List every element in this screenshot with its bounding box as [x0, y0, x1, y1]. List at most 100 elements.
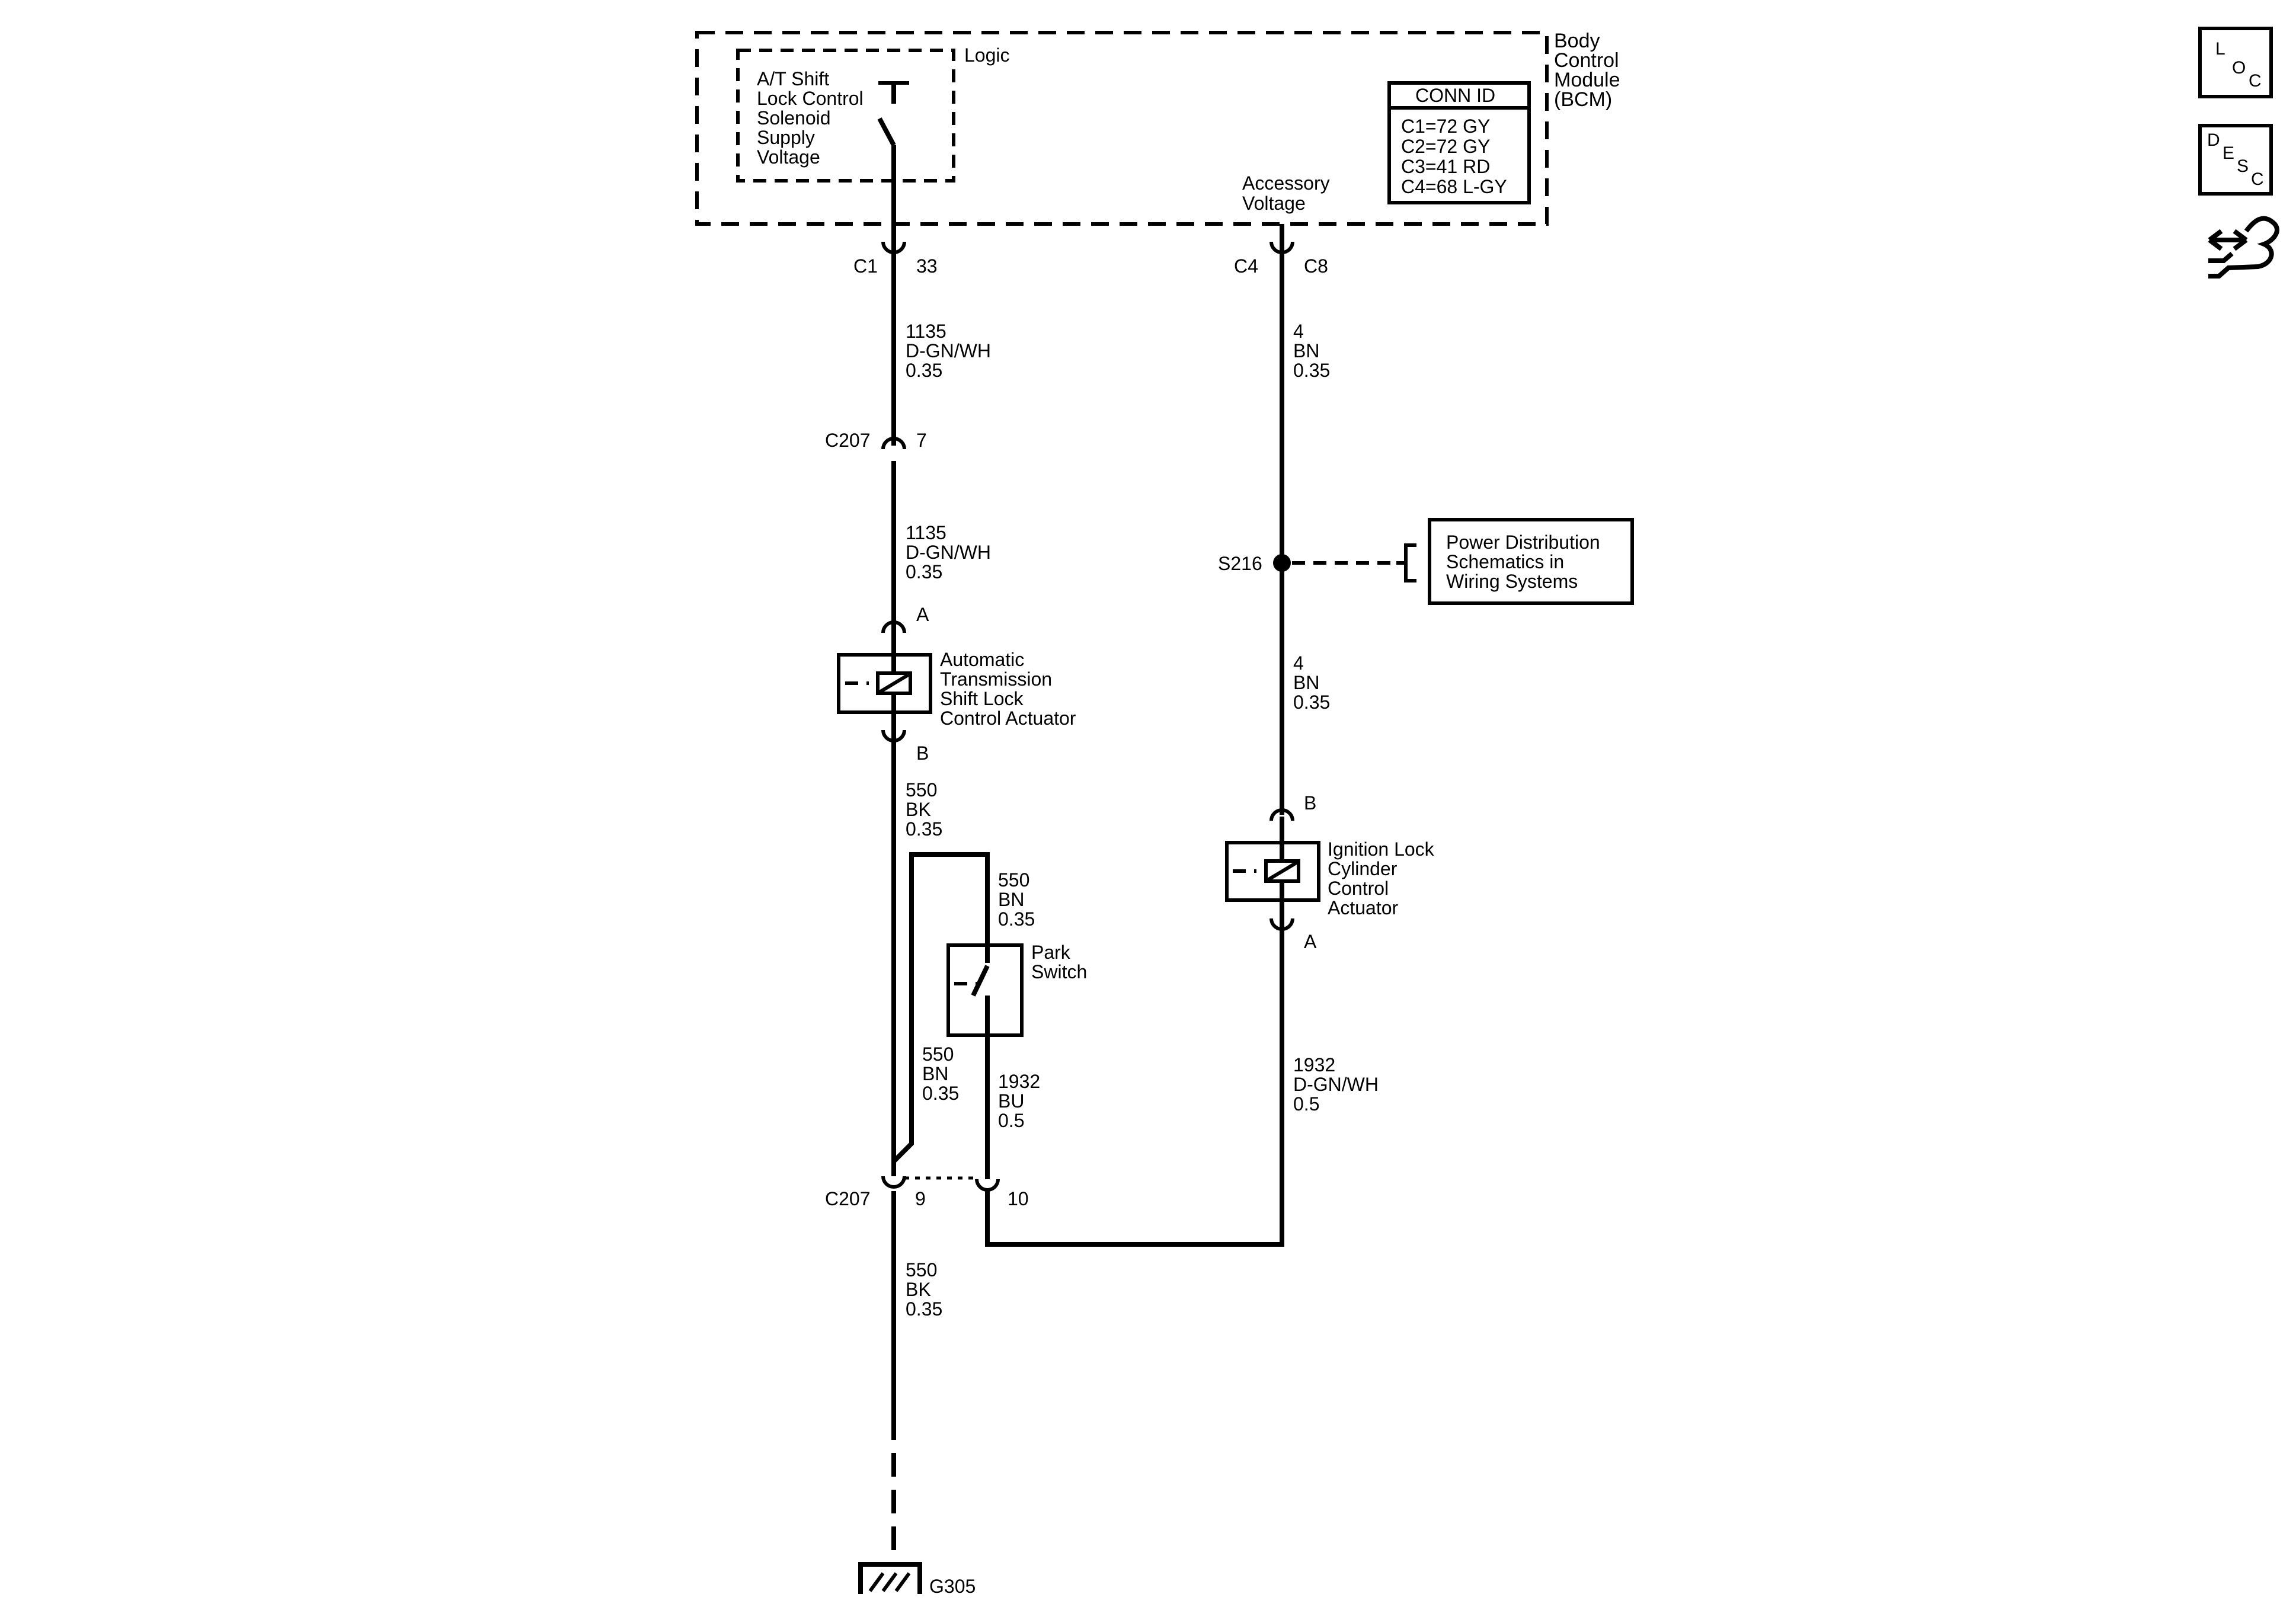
conn-id-row-1: C1=72 GY: [1401, 116, 1490, 137]
shift-lock-pin-b: B: [916, 742, 929, 764]
ignition-name-2: Cylinder: [1328, 858, 1398, 879]
c207-top-label: C207: [825, 430, 871, 451]
wire-w2-1: 1135: [906, 522, 946, 543]
bcm-c8-label: C8: [1304, 255, 1328, 277]
wire-w2-2: D-GN/WH: [906, 542, 991, 563]
bcm-name-2: Control: [1554, 49, 1619, 72]
c207-bottom-connector: [881, 1176, 1000, 1192]
wire-w9-3: 0.35: [1293, 692, 1330, 713]
c207-bottom-pin9: 9: [915, 1188, 926, 1209]
conn-id-table: CONN ID C1=72 GY C2=72 GY C3=41 RD C4=68…: [1387, 81, 1531, 204]
c207-bottom-pin10: 10: [1008, 1188, 1029, 1209]
wire-w4-3: 0.35: [998, 908, 1035, 930]
wire-w5-1: 550: [922, 1044, 954, 1065]
c207-top-pin: 7: [916, 430, 927, 451]
ignition-name-4: Actuator: [1328, 897, 1399, 918]
ignition-pin-a: A: [1304, 931, 1317, 952]
loc-icon[interactable]: L O C: [2198, 27, 2273, 98]
wire-w8-3: 0.35: [1293, 360, 1330, 381]
wire-w3-2: BK: [906, 799, 931, 820]
wire-w7-1: 550: [906, 1259, 937, 1281]
wire-550-bn-loop: [892, 852, 990, 1163]
wire-w5-3: 0.35: [922, 1083, 959, 1104]
internal-switch: [877, 81, 909, 224]
splice-label: S216: [1218, 553, 1262, 574]
conn-id-row-4: C4=68 L-GY: [1401, 176, 1507, 197]
wire-w10-3: 0.5: [1293, 1093, 1319, 1115]
wire-w6-2: BU: [998, 1090, 1024, 1112]
park-switch-name-1: Park: [1031, 942, 1071, 963]
wire-w7-2: BK: [906, 1279, 931, 1300]
power-ref-bracket: [1404, 543, 1416, 582]
svg-text:C: C: [2251, 169, 2264, 189]
ignition-pin-b: B: [1304, 792, 1316, 814]
svg-text:D: D: [2207, 130, 2220, 150]
shift-lock-actuator: [837, 620, 932, 742]
c207-pin7-connector: [881, 437, 906, 477]
ignition-name-1: Ignition Lock: [1328, 838, 1435, 860]
park-switch-name-2: Switch: [1031, 961, 1087, 982]
wire-w10-2: D-GN/WH: [1293, 1074, 1379, 1095]
shift-lock-pin-a: A: [916, 604, 929, 625]
conn-id-row-2: C2=72 GY: [1401, 136, 1490, 157]
power-ref-1: Power Distribution: [1446, 532, 1600, 553]
svg-text:O: O: [2232, 58, 2246, 78]
wire-w6-3: 0.5: [998, 1110, 1024, 1131]
svg-text:E: E: [2223, 143, 2234, 163]
desc-icon[interactable]: D E S C: [2198, 124, 2273, 196]
supply-label-5: Voltage: [757, 146, 820, 168]
power-ref-2: Schematics in: [1446, 551, 1564, 572]
wire-w6-1: 1932: [998, 1071, 1040, 1092]
bcm-name-3: Module: [1554, 69, 1620, 91]
shift-lock-name-2: Transmission: [940, 668, 1052, 690]
wire-w8-1: 4: [1293, 321, 1304, 342]
wire-w9-1: 4: [1293, 652, 1304, 674]
logic-box: [736, 49, 955, 183]
wire-w4-1: 550: [998, 869, 1029, 891]
power-ref-3: Wiring Systems: [1446, 571, 1578, 592]
ignition-name-3: Control: [1328, 878, 1389, 899]
wire-w10-1: 1932: [1293, 1054, 1335, 1076]
accessory-label-2: Voltage: [1242, 193, 1306, 214]
wire-w9-2: BN: [1293, 672, 1319, 693]
wire-1932-dgnwh-return: [985, 936, 1284, 1247]
ignition-actuator: [1225, 808, 1320, 936]
wire-w3-3: 0.35: [906, 818, 942, 840]
bcm-name-4: (BCM): [1554, 88, 1612, 111]
c207-bottom-label: C207: [825, 1188, 871, 1209]
bcm-c1-label: C1: [853, 255, 878, 277]
conn-id-title: CONN ID: [1415, 85, 1495, 106]
svg-text:C: C: [2249, 71, 2262, 91]
harness-icon[interactable]: [2208, 216, 2279, 279]
park-switch: [946, 943, 1024, 1037]
shift-lock-name-4: Control Actuator: [940, 708, 1076, 729]
wire-w4-2: BN: [998, 889, 1024, 910]
wire-w1-1: 1135: [906, 321, 946, 342]
wire-w5-2: BN: [922, 1063, 948, 1084]
supply-label-2: Lock Control: [757, 88, 864, 109]
supply-label-3: Solenoid: [757, 107, 831, 129]
wire-w3-1: 550: [906, 779, 937, 801]
wire-w1-2: D-GN/WH: [906, 340, 991, 361]
svg-text:L: L: [2215, 39, 2225, 59]
accessory-label-1: Accessory: [1242, 172, 1330, 194]
shift-lock-name-1: Automatic: [940, 649, 1024, 670]
ground-label: G305: [929, 1576, 976, 1597]
bcm-name-1: Body: [1554, 30, 1600, 52]
ground-symbol: [858, 1562, 922, 1594]
wire-w2-3: 0.35: [906, 561, 942, 582]
power-ref-box[interactable]: [1428, 518, 1634, 605]
supply-label-4: Supply: [757, 127, 815, 148]
wire-w1-3: 0.35: [906, 360, 942, 381]
wire-w7-3: 0.35: [906, 1298, 942, 1320]
wire-w8-2: BN: [1293, 340, 1319, 361]
logic-label: Logic: [964, 44, 1010, 66]
svg-text:S: S: [2237, 156, 2249, 176]
supply-label-1: A/T Shift: [757, 68, 829, 89]
bcm-c4-label: C4: [1234, 255, 1258, 277]
bcm-c1-pin: 33: [916, 255, 938, 277]
shift-lock-name-3: Shift Lock: [940, 688, 1024, 709]
conn-id-row-3: C3=41 RD: [1401, 156, 1490, 177]
bcm-outline: [695, 31, 1549, 226]
